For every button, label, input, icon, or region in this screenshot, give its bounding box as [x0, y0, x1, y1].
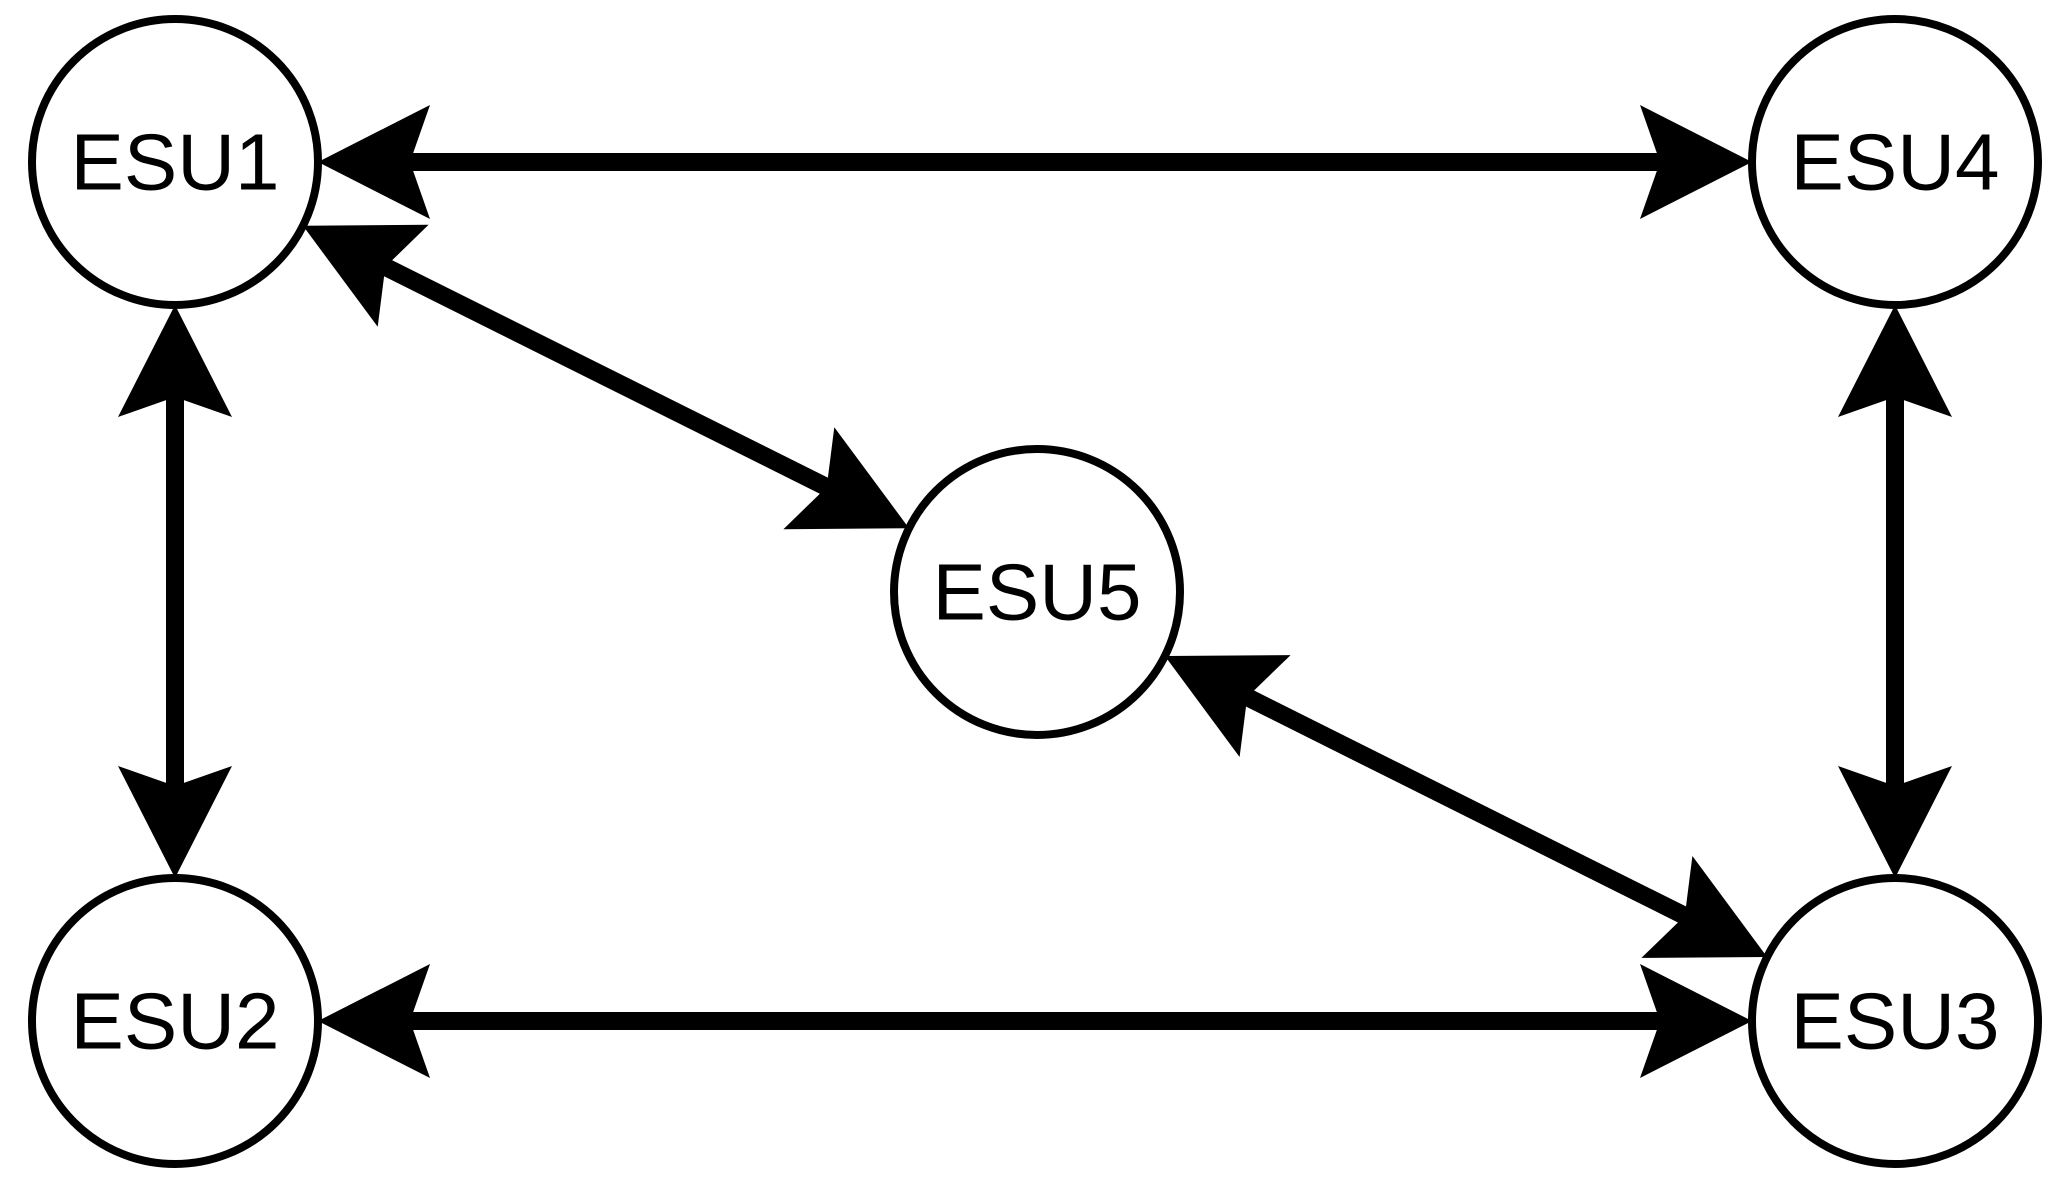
edge-esu1-esu2-arrowhead-esu1 — [118, 305, 232, 417]
edge-esu1-esu2-arrowhead-esu2 — [118, 766, 232, 878]
edge-esu4-esu3-arrowhead-esu3 — [1838, 766, 1952, 878]
edge-esu1-esu4 — [318, 105, 1752, 219]
edge-esu2-esu3-arrowhead-esu3 — [1640, 964, 1752, 1078]
edge-esu5-esu3-arrowhead-esu3 — [1641, 856, 1768, 958]
edge-esu1-esu5-arrowhead-esu5 — [783, 427, 909, 530]
node-esu3: ESU3 — [1748, 874, 2042, 1168]
edge-esu5-esu3 — [1164, 655, 1768, 958]
node-circle-esu3 — [1748, 874, 2042, 1168]
edge-esu1-esu2 — [118, 305, 232, 878]
node-esu4: ESU4 — [1748, 15, 2042, 309]
node-esu5: ESU5 — [890, 445, 1184, 739]
node-circle-esu2 — [28, 874, 322, 1168]
edge-esu2-esu3 — [318, 964, 1752, 1078]
edge-esu1-esu5 — [303, 224, 909, 530]
node-esu1: ESU1 — [28, 15, 322, 309]
edge-esu1-esu4-arrowhead-esu4 — [1640, 105, 1752, 219]
node-circle-esu1 — [28, 15, 322, 309]
node-circle-esu4 — [1748, 15, 2042, 309]
edge-esu1-esu5-line — [377, 257, 835, 497]
edge-esu1-esu5-arrowhead-esu1 — [303, 224, 429, 327]
node-label-esu3: ESU3 — [1791, 977, 2000, 1066]
node-esu2: ESU2 — [28, 874, 322, 1168]
edge-esu5-esu3-line — [1239, 687, 1693, 926]
edge-esu4-esu3-arrowhead-esu4 — [1838, 305, 1952, 417]
edge-esu2-esu3-arrowhead-esu2 — [318, 964, 430, 1078]
edges-layer — [118, 105, 1952, 1078]
node-label-esu4: ESU4 — [1791, 118, 2000, 207]
node-label-esu2: ESU2 — [71, 977, 280, 1066]
edge-esu1-esu4-arrowhead-esu1 — [318, 105, 430, 219]
edge-esu4-esu3 — [1838, 305, 1952, 878]
edge-esu5-esu3-arrowhead-esu5 — [1164, 655, 1291, 757]
node-circle-esu5 — [890, 445, 1184, 739]
node-label-esu5: ESU5 — [933, 548, 1142, 637]
node-label-esu1: ESU1 — [71, 118, 280, 207]
